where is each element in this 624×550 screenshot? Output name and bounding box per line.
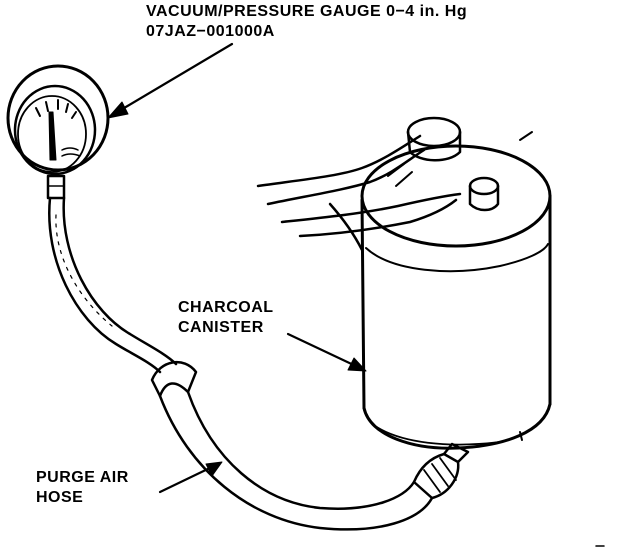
gauge-label-line-2: 07JAZ−001000A bbox=[146, 23, 275, 40]
purge-air-hose bbox=[150, 360, 470, 531]
hose-label-line-2: HOSE bbox=[36, 489, 84, 506]
hose-leader-arrowhead bbox=[205, 461, 223, 477]
gauge-dial-ticks bbox=[35, 99, 77, 119]
canister-label-line-1: CHARCOAL bbox=[178, 299, 274, 316]
gauge-leader-line bbox=[112, 42, 234, 116]
hose-label: PURGE AIR HOSE bbox=[36, 468, 129, 508]
gauge-leader-arrowhead bbox=[107, 101, 129, 119]
hose-leader-line bbox=[158, 464, 216, 494]
canister-label: CHARCOAL CANISTER bbox=[178, 298, 274, 338]
canister-label-line-2: CANISTER bbox=[178, 319, 264, 336]
vacuum-pressure-gauge bbox=[6, 64, 110, 200]
gauge-label: VACUUM/PRESSURE GAUGE 0−4 in. Hg 07JAZ−0… bbox=[146, 2, 467, 42]
canister-leader-arrowhead bbox=[347, 357, 367, 372]
charcoal-canister bbox=[256, 116, 552, 450]
hose-label-line-1: PURGE AIR bbox=[36, 469, 129, 486]
gauge-hose bbox=[48, 196, 178, 374]
gauge-stem bbox=[46, 174, 66, 200]
gauge-needle bbox=[48, 111, 57, 161]
canister-leader-line bbox=[286, 332, 362, 370]
label-leaders bbox=[107, 42, 367, 494]
gauge-label-line-1: VACUUM/PRESSURE GAUGE 0−4 in. Hg bbox=[146, 3, 468, 20]
